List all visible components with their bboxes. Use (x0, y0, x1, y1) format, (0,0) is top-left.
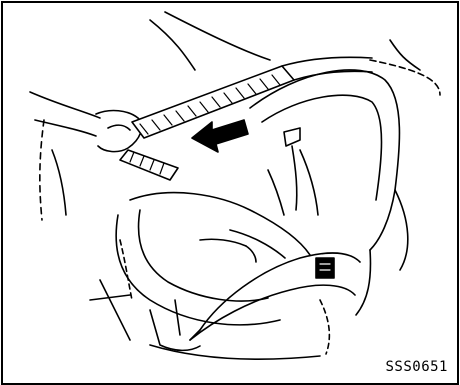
figure-code: SSS0651 (385, 359, 448, 375)
background-lines (90, 12, 440, 340)
seat-belt-strap (120, 57, 372, 180)
seat-frame (150, 250, 370, 359)
pull-direction-arrow (192, 120, 248, 152)
